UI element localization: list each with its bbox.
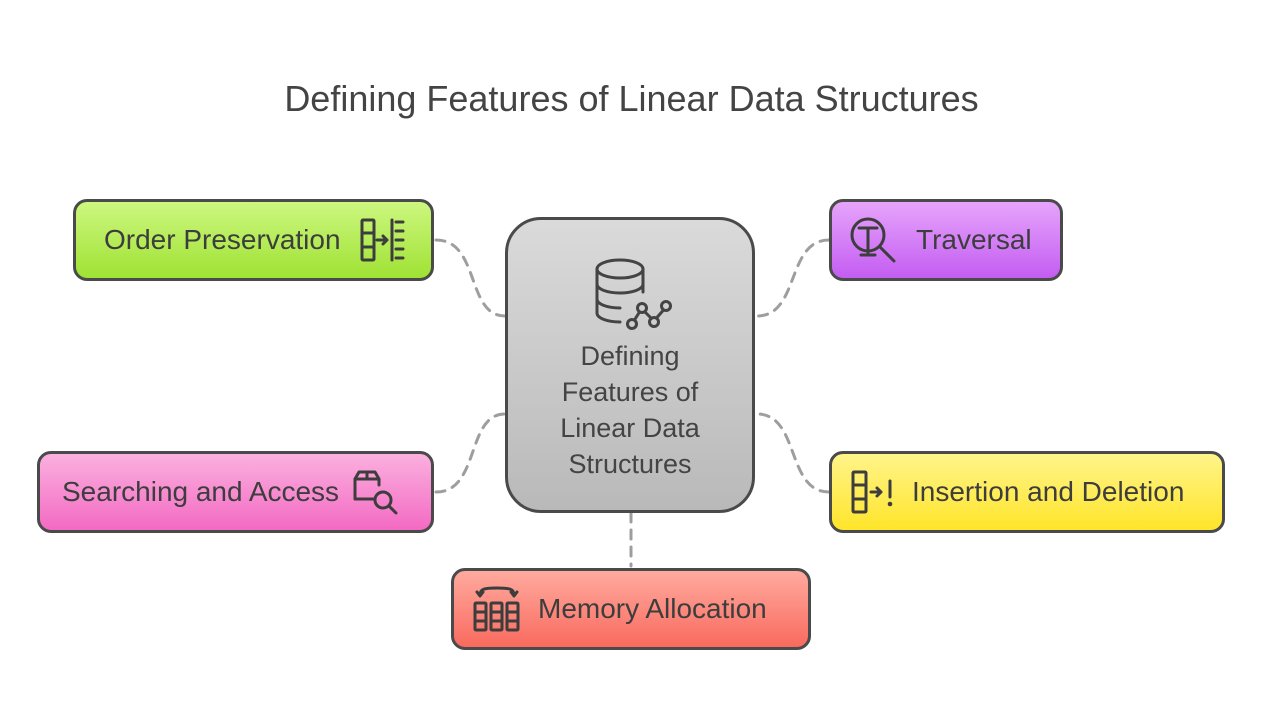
center-topic-label: Defining Features of Linear Data Structu… <box>560 341 700 479</box>
diagram-title: Defining Features of Linear Data Structu… <box>284 78 979 119</box>
order-preservation-label: Order Preservation <box>104 224 341 255</box>
memory-allocation-node: Memory Allocation <box>451 568 811 650</box>
connector-insert <box>755 412 831 494</box>
traversal-label: Traversal <box>916 224 1032 255</box>
order-preservation-node: Order Preservation <box>73 199 434 281</box>
memory-blocks-icon <box>473 586 520 632</box>
insertion-and-deletion-label: Insertion and Deletion <box>912 476 1185 507</box>
center-topic-node: Defining Features of Linear Data Structu… <box>505 217 755 513</box>
traversal-node: Traversal <box>829 199 1063 281</box>
searching-and-access-node: Searching and Access <box>37 451 434 533</box>
ordered-list-icon <box>360 218 405 262</box>
memory-allocation-label: Memory Allocation <box>538 593 767 624</box>
connector-traversal <box>755 238 831 318</box>
searching-and-access-label: Searching and Access <box>62 476 340 507</box>
folder-search-icon <box>353 470 398 515</box>
database-graph-icon <box>595 258 672 330</box>
insert-delete-icon <box>851 470 893 514</box>
connector-order <box>434 238 507 318</box>
insertion-and-deletion-node: Insertion and Deletion <box>829 451 1225 533</box>
traversal-search-icon <box>850 217 896 263</box>
connector-search <box>434 412 507 494</box>
